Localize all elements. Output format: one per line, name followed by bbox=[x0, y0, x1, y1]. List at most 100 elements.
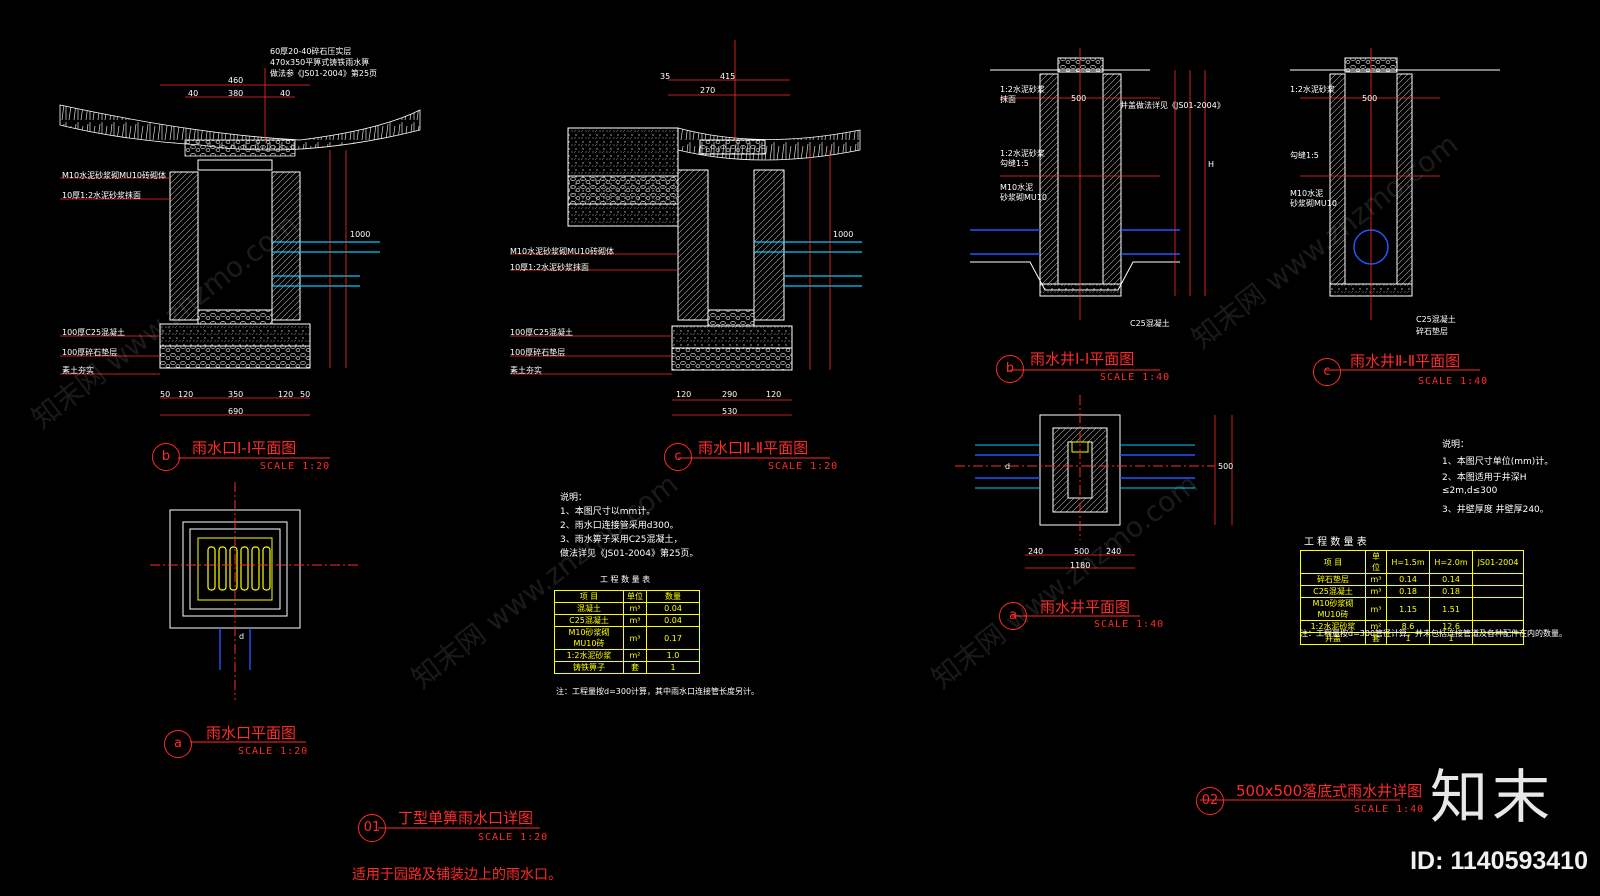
table-cell: 1.15 bbox=[1386, 597, 1430, 621]
callout-text: 抹面 bbox=[1000, 95, 1016, 104]
dim-label: 240 bbox=[1106, 547, 1122, 556]
dim-label: 380 bbox=[228, 89, 244, 98]
callout-text: 砂浆砌MU10 bbox=[1290, 199, 1337, 208]
table-cell: m³ bbox=[1365, 597, 1387, 621]
table-header-cell: H=1.5m bbox=[1386, 550, 1430, 574]
callout-text: 100厚碎石垫层 bbox=[62, 348, 118, 357]
drawing-title: 雨水口Ⅱ-Ⅱ平面图 bbox=[698, 439, 809, 457]
dim-label: 35 bbox=[660, 72, 671, 81]
table-header-cell: JS01-2004 bbox=[1472, 550, 1524, 574]
asset-id: ID: 1140593410 bbox=[1410, 847, 1588, 875]
table-cell: C25混凝土 bbox=[1300, 585, 1366, 598]
notes-line: 1、本图尺寸单位(mm)计。 bbox=[1442, 457, 1554, 467]
table-cell bbox=[1472, 573, 1524, 586]
dim-label: 690 bbox=[228, 407, 244, 416]
table-header-cell: 数量 bbox=[646, 590, 700, 603]
callout-text: 井盖做法详见《JS01-2004》 bbox=[1120, 101, 1225, 110]
brand-logo: 知末 bbox=[1429, 763, 1554, 831]
table-cell: m³ bbox=[623, 602, 647, 615]
table-cell: 1:2水泥砂浆 bbox=[554, 649, 624, 662]
table-header-row: 项 目 单位 数量 bbox=[554, 590, 700, 603]
callout-text: C25混凝土 bbox=[1130, 319, 1170, 328]
section-c-left bbox=[510, 40, 862, 416]
callout-text: 1:2水泥砂浆 bbox=[1290, 85, 1335, 94]
dim-label: 1180 bbox=[1070, 561, 1091, 570]
dim-label: 500 bbox=[1074, 547, 1090, 556]
table-cell: M10砂浆砌MU10砖 bbox=[1300, 597, 1366, 621]
notes-line: ≤2m,d≤300 bbox=[1442, 486, 1498, 496]
drawing-scale: SCALE 1:20 bbox=[768, 461, 839, 472]
drawing-title: 雨水井Ⅱ-Ⅱ平面图 bbox=[1350, 352, 1461, 370]
drawing-scale: SCALE 1:20 bbox=[238, 746, 309, 757]
section-b-left bbox=[59, 68, 421, 416]
table-cell bbox=[1472, 632, 1524, 645]
drawing-number-badge: b bbox=[996, 355, 1024, 383]
drawing-number-badge: a bbox=[999, 602, 1027, 630]
table-cell: 铸铁箅子 bbox=[554, 661, 624, 674]
callout-text: M10水泥砂浆砌MU10砖砌体 bbox=[62, 171, 167, 180]
table-cell: 1.0 bbox=[646, 649, 700, 662]
dim-label: d bbox=[239, 632, 245, 641]
dim-label: 240 bbox=[1028, 547, 1044, 556]
table-cell: m³ bbox=[1365, 585, 1387, 598]
dim-label: 270 bbox=[700, 86, 716, 95]
dim-label: 500 bbox=[1218, 462, 1234, 471]
table-cell: 0.14 bbox=[1386, 573, 1430, 586]
dim-label: 500 bbox=[1362, 94, 1378, 103]
callout-text: M10水泥砂浆砌MU10砖砌体 bbox=[510, 247, 615, 256]
table-cell: m³ bbox=[623, 626, 647, 650]
drawing-subtitle: 适用于园路及铺装边上的雨水口。 bbox=[352, 867, 562, 883]
dim-label: d bbox=[1005, 462, 1011, 471]
callout-text: 10厚1:2水泥砂浆抹面 bbox=[510, 263, 590, 272]
table-cell: 1 bbox=[1386, 632, 1430, 645]
dim-label: 40 bbox=[188, 89, 199, 98]
dim-label: 350 bbox=[228, 390, 244, 399]
drawing-title: 丁型单箅雨水口详图 bbox=[398, 809, 534, 827]
callout-text: 470x350平箅式铸铁雨水箅 bbox=[270, 58, 370, 67]
table-cell: 0.04 bbox=[646, 614, 700, 627]
table-cell: 1 bbox=[1429, 632, 1473, 645]
notes-heading: 说明： bbox=[560, 493, 588, 503]
callout-text: 做法参《JS01-2004》第25页 bbox=[270, 69, 378, 78]
table-header-cell: 单位 bbox=[1365, 550, 1387, 574]
dim-label: 120 bbox=[766, 390, 782, 399]
callout-text: 勾缝1:5 bbox=[1000, 159, 1029, 168]
table-header-cell: 项 目 bbox=[1300, 550, 1366, 574]
callout-text: 100厚C25混凝土 bbox=[62, 328, 126, 337]
callout-text: 1:2水泥砂浆 bbox=[1000, 85, 1045, 94]
notes-line: 3、雨水箅子采用C25混凝土， bbox=[560, 535, 683, 545]
drawing-scale: SCALE 1:20 bbox=[478, 832, 549, 843]
table-header-cell: H=2.0m bbox=[1429, 550, 1473, 574]
callout-text: 砂浆砌MU10 bbox=[1000, 193, 1047, 202]
callout-text: 勾缝1:5 bbox=[1290, 151, 1319, 160]
table-cell: 套 bbox=[623, 661, 647, 674]
drawing-number-badge: c bbox=[1313, 358, 1341, 386]
table-cell: 0.18 bbox=[1386, 585, 1430, 598]
callout-text: C25混凝土 bbox=[1416, 315, 1456, 324]
drawing-title: 雨水口平面图 bbox=[206, 724, 297, 742]
dim-label: 530 bbox=[722, 407, 738, 416]
notes-line: 做法详见《JS01-2004》第25页。 bbox=[560, 549, 699, 559]
table-cell: 1.51 bbox=[1429, 597, 1473, 621]
dim-label: H bbox=[1208, 160, 1215, 169]
table-header-row: 项 目 单位 H=1.5m H=2.0m JS01-2004 bbox=[1300, 550, 1524, 574]
table-cell: 0.04 bbox=[646, 602, 700, 615]
callout-text: M10水泥 bbox=[1290, 189, 1324, 198]
drawing-scale: SCALE 1:40 bbox=[1100, 372, 1171, 383]
table-cell: 碎石垫层 bbox=[1300, 573, 1366, 586]
dim-label: 120 bbox=[178, 390, 194, 399]
section-b-right bbox=[970, 48, 1206, 320]
dim-label: 1000 bbox=[350, 230, 371, 239]
drawing-scale: SCALE 1:40 bbox=[1354, 804, 1425, 815]
plan-a-right bbox=[955, 395, 1233, 569]
drawing-title: 雨水井平面图 bbox=[1040, 598, 1131, 616]
table-cell: 0.17 bbox=[646, 626, 700, 650]
callout-text: M10水泥 bbox=[1000, 183, 1034, 192]
